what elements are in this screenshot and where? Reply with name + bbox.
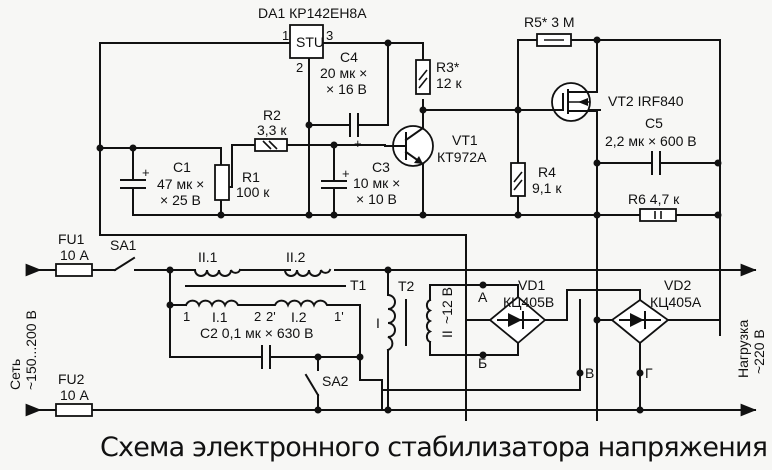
capacitor-c2: C2 0,1 мк × 630 В <box>200 325 313 369</box>
t1-winding-i1: I.1 <box>212 309 228 325</box>
c1-polarity: + <box>142 165 150 180</box>
resistor-r2: R2 3,3 к <box>254 107 288 152</box>
vd1-label: VD1 <box>518 277 545 293</box>
r3-label: R3* <box>436 59 460 75</box>
sa2-label: SA2 <box>322 373 349 389</box>
resistor-r6: R6 4,7 к <box>628 191 680 222</box>
c4-polarity: + <box>354 136 362 151</box>
fu1-value: 10 А <box>60 247 89 263</box>
t1-pin-1p: 1' <box>334 309 344 324</box>
t1-pin-1: 1 <box>183 309 190 324</box>
resistor-r4: R4 9,1 к <box>510 162 562 197</box>
c3-value-2: × 10 В <box>356 191 397 207</box>
t1-label: T1 <box>350 277 367 293</box>
da1-pin2: 2 <box>296 60 303 75</box>
bridge-vd2: VD2 КЦ405А <box>610 277 702 345</box>
r1-value: 100 к <box>236 184 270 200</box>
t1-winding-ii1: II.1 <box>198 249 218 265</box>
input-label-line2: ~150...200 В <box>23 310 39 390</box>
capacitor-c4: + C4 20 мк × × 16 В <box>320 49 367 151</box>
capacitor-c3: + C3 10 мк × × 10 В <box>321 159 400 207</box>
c4-value-2: × 16 В <box>326 81 367 97</box>
vd2-value: КЦ405А <box>650 294 702 310</box>
capacitor-c1: + C1 47 мк × × 25 В <box>120 159 204 208</box>
node-v-label: В <box>585 365 594 381</box>
vt2-label: VT2 IRF840 <box>608 93 684 109</box>
r4-value: 9,1 к <box>532 180 562 196</box>
da1-inner-label: STU <box>296 34 324 50</box>
switch-sa1: SA1 <box>110 237 137 272</box>
c3-value-1: 10 мк × <box>353 175 400 191</box>
node-b-label: Б <box>478 355 487 371</box>
r2-value: 3,3 к <box>257 122 287 138</box>
resistor-r3: R3* 12 к <box>415 59 462 95</box>
transformer-t2: T2 I II ~12 В <box>376 278 455 352</box>
transformer-t1: II.1 II.2 T1 1 I.1 2 2' I.2 1' <box>183 249 367 325</box>
switch-sa2: SA2 <box>304 373 349 397</box>
t1-pin-2: 2 <box>254 309 261 324</box>
r3-value: 12 к <box>436 75 462 91</box>
vt1-label: VT1 <box>452 132 478 148</box>
capacitor-c5: C5 2,2 мк × 600 В <box>605 115 697 175</box>
junction-dots <box>96 36 722 219</box>
fuse-fu2: FU2 10 А <box>55 371 93 417</box>
da1-regulator: STU DA1 КР142ЕН8А 1 2 3 <box>258 5 367 75</box>
transistor-vt1: VT1 КТ972А <box>384 125 487 167</box>
r5-label: R5* 3 М <box>524 14 575 30</box>
t1-winding-ii2: II.2 <box>286 249 306 265</box>
c5-label: C5 <box>645 115 663 131</box>
node-g-label: Г <box>645 365 653 381</box>
output-label-line2: ~220 В <box>751 329 767 374</box>
da1-pin1: 1 <box>282 28 289 43</box>
sa1-label: SA1 <box>110 237 137 253</box>
c1-value-2: × 25 В <box>160 192 201 208</box>
fuse-fu1: FU1 10 А <box>55 231 93 277</box>
fu2-label: FU2 <box>58 371 85 387</box>
t1-winding-i2: I.2 <box>291 309 307 325</box>
fu1-label: FU1 <box>58 231 85 247</box>
node-a-label: А <box>478 289 488 305</box>
c5-value: 2,2 мк × 600 В <box>605 133 697 149</box>
bridge-vd1: VD1 КЦ405В <box>488 277 554 345</box>
potentiometer-r1: R1 100 к <box>214 164 270 201</box>
t1-pin-2p: 2' <box>266 309 276 324</box>
r6-label: R6 4,7 к <box>628 191 680 207</box>
t2-primary-label: I <box>376 315 380 331</box>
c3-polarity: + <box>342 166 350 181</box>
vd2-label: VD2 <box>664 277 691 293</box>
vd1-value: КЦ405В <box>503 294 554 310</box>
mosfet-vt2: VT2 IRF840 <box>517 82 684 122</box>
c1-value-1: 47 мк × <box>157 176 204 192</box>
t2-label: T2 <box>398 278 415 294</box>
output-label: Нагрузка ~220 В <box>735 320 767 378</box>
output-label-line1: Нагрузка <box>735 320 751 378</box>
r1-label: R1 <box>242 169 260 185</box>
r2-label: R2 <box>263 107 281 123</box>
t2-secondary-voltage: ~12 В <box>439 287 455 324</box>
input-label: Сеть ~150...200 В <box>7 310 39 390</box>
resistor-r5: R5* 3 М <box>524 14 575 47</box>
control-wiring <box>99 39 721 421</box>
diagram-title: Схема электронного стабилизатора напряже… <box>100 432 767 463</box>
power-junction-dots <box>166 266 644 414</box>
fu2-value: 10 А <box>60 387 89 403</box>
c1-label: C1 <box>173 159 191 175</box>
input-label-line1: Сеть <box>7 359 23 390</box>
r4-label: R4 <box>538 164 556 180</box>
c4-value-1: 20 мк × <box>320 65 367 81</box>
c4-label: C4 <box>340 49 358 65</box>
da1-pin3: 3 <box>326 28 333 43</box>
t2-secondary-label: II <box>439 330 455 338</box>
vt1-value: КТ972А <box>437 149 487 165</box>
da1-label: DA1 КР142ЕН8А <box>258 5 367 21</box>
c3-label: C3 <box>372 159 390 175</box>
c2-label: C2 0,1 мк × 630 В <box>200 325 313 341</box>
